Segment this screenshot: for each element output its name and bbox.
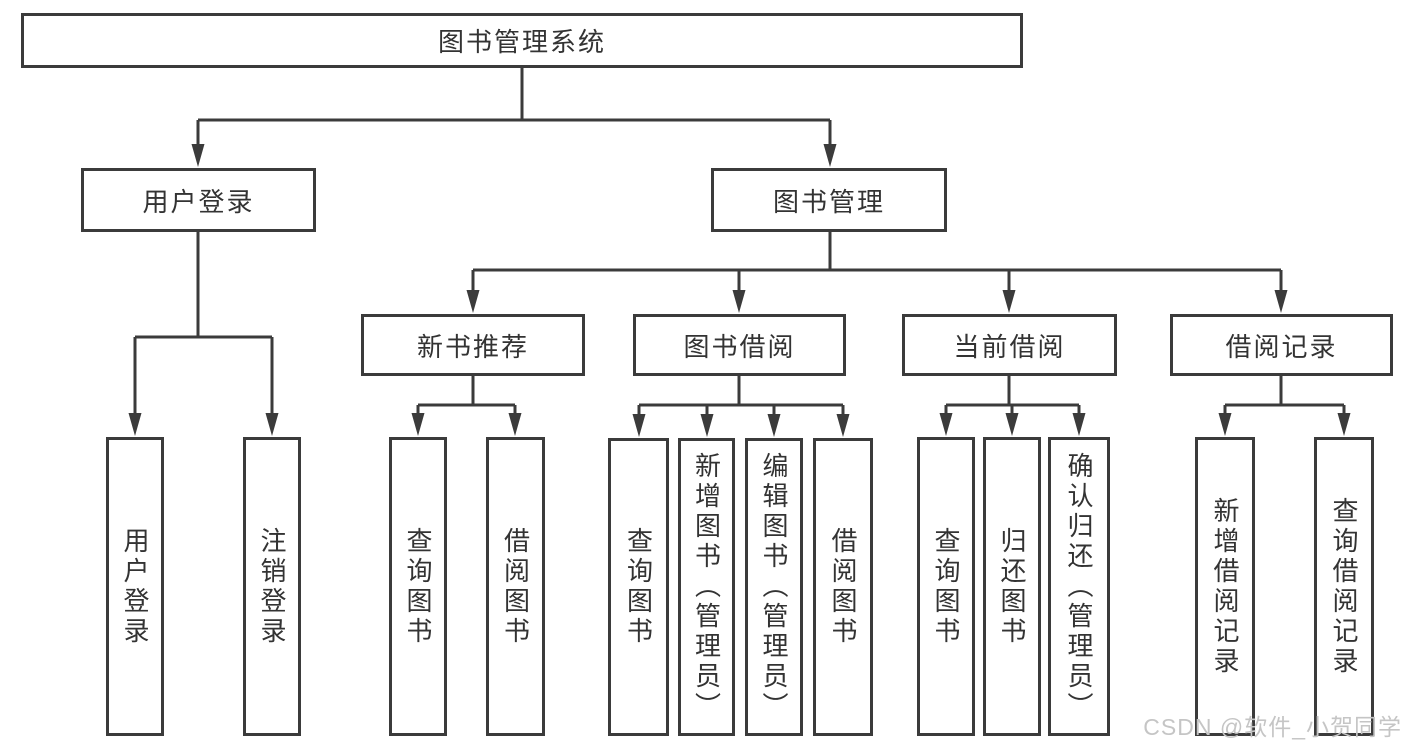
leaf-query-books-borrowing: 查询图书 [608,438,669,736]
leaf-return-book: 归还图书 [983,437,1041,736]
node-borrowing-records: 借阅记录 [1170,314,1393,376]
node-book-borrowing: 图书借阅 [633,314,846,376]
leaf-borrow-books-recommend: 借阅图书 [486,437,545,736]
leaf-user-login: 用户登录 [106,437,164,736]
leaf-confirm-return-admin: 确认归还（管理员） [1048,437,1110,736]
node-user-login: 用户登录 [81,168,316,232]
csdn-watermark: CSDN @软件_小贺同学 [1143,714,1402,740]
leaf-add-borrow-record: 新增借阅记录 [1195,437,1255,736]
arrow-heads [128,144,1351,437]
node-current-borrowing: 当前借阅 [902,314,1117,376]
node-book-management: 图书管理 [711,168,947,232]
leaf-logout: 注销登录 [243,437,301,736]
leaf-add-book-admin: 新增图书（管理员） [678,438,735,736]
leaf-borrow-books: 借阅图书 [813,438,873,736]
leaf-query-books-recommend: 查询图书 [389,437,447,736]
leaf-edit-book-admin: 编辑图书（管理员） [745,438,803,736]
node-library-system: 图书管理系统 [21,13,1023,68]
leaf-query-borrow-record: 查询借阅记录 [1314,437,1374,736]
node-new-book-recommend: 新书推荐 [361,314,585,376]
leaf-query-books-current: 查询图书 [917,437,975,736]
connector-lines [133,68,1346,417]
